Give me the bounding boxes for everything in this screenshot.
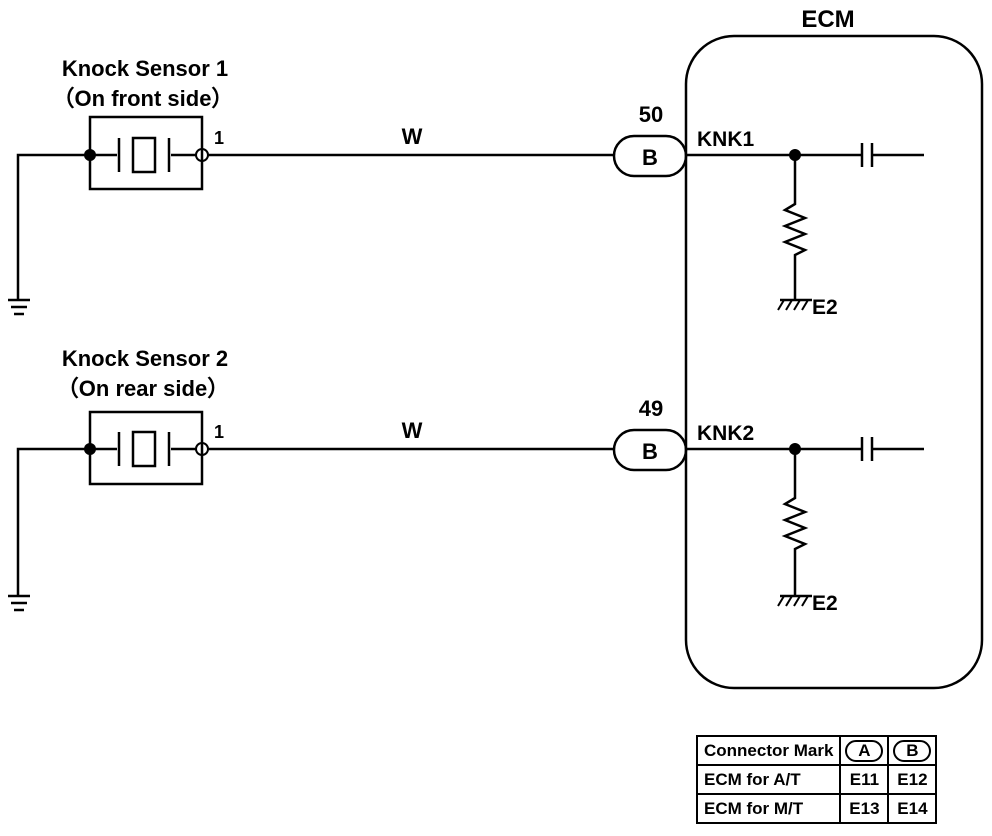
sensor-1-pin-number: 1 [214,128,224,148]
sensor-1-terminal-number: 50 [639,102,663,127]
connector-table: Connector Mark A B ECM for A/T E11 E12 E… [695,735,938,824]
sensor-1-wire-color: W [402,124,423,149]
ecm-box [684,34,984,690]
ground-e2-label: E2 [812,296,838,319]
sensor-2-terminal-number: 49 [639,396,663,421]
table-row: ECM for A/T E11 E12 [695,764,938,795]
sensor-1-subtitle: （On front side） [53,86,234,111]
table-header-row: Connector Mark A B [695,735,938,766]
chassis-ground-icon [777,594,812,607]
signal-knk2-label: KNK2 [697,422,754,445]
sensor-2-subtitle: （On rear side） [57,376,229,401]
table-header-label: Connector Mark [695,735,842,766]
sensor-2-connector-mark: B [642,439,658,464]
resistor-icon [781,155,809,300]
row-value-b: E12 [887,764,938,795]
ground-symbol-icon [8,298,30,316]
row-value-a: E11 [839,764,890,795]
table-header-col-a: A [839,735,890,766]
piezo-element-icon [90,430,196,468]
row-label: ECM for M/T [695,793,842,824]
ground-symbol-icon [8,594,30,612]
sensor-2-wire-color: W [402,418,423,443]
capacitor-icon [860,143,924,167]
sensor-2-pin-number: 1 [214,422,224,442]
sensor-2-title: Knock Sensor 2 [62,346,228,371]
signal-knk1-label: KNK1 [697,128,754,151]
table-header-col-b: B [887,735,938,766]
sensor-1-connector-mark: B [642,145,658,170]
resistor-icon [781,449,809,596]
ecm-label: ECM [801,6,854,33]
sensor-1-ground-lead [16,153,90,300]
knock-sensor-1-circuit: Knock Sensor 1 （On front side） 1 W 50 B [8,56,924,319]
table-row: ECM for M/T E13 E14 [695,793,938,824]
ground-e2-label: E2 [812,592,838,615]
row-value-b: E14 [887,793,938,824]
row-label: ECM for A/T [695,764,842,795]
chassis-ground-icon [777,298,812,311]
capacitor-icon [860,437,924,461]
piezo-element-icon [90,136,196,174]
row-value-a: E13 [839,793,890,824]
knock-sensor-2-circuit: Knock Sensor 2 （On rear side） 1 W 49 B K… [8,346,924,615]
connector-mark-a: A [845,739,884,762]
sensor-1-title: Knock Sensor 1 [62,56,228,81]
sensor-2-ground-lead [16,447,90,596]
connector-mark-b: B [893,739,932,762]
sensor-1-body [88,115,204,191]
